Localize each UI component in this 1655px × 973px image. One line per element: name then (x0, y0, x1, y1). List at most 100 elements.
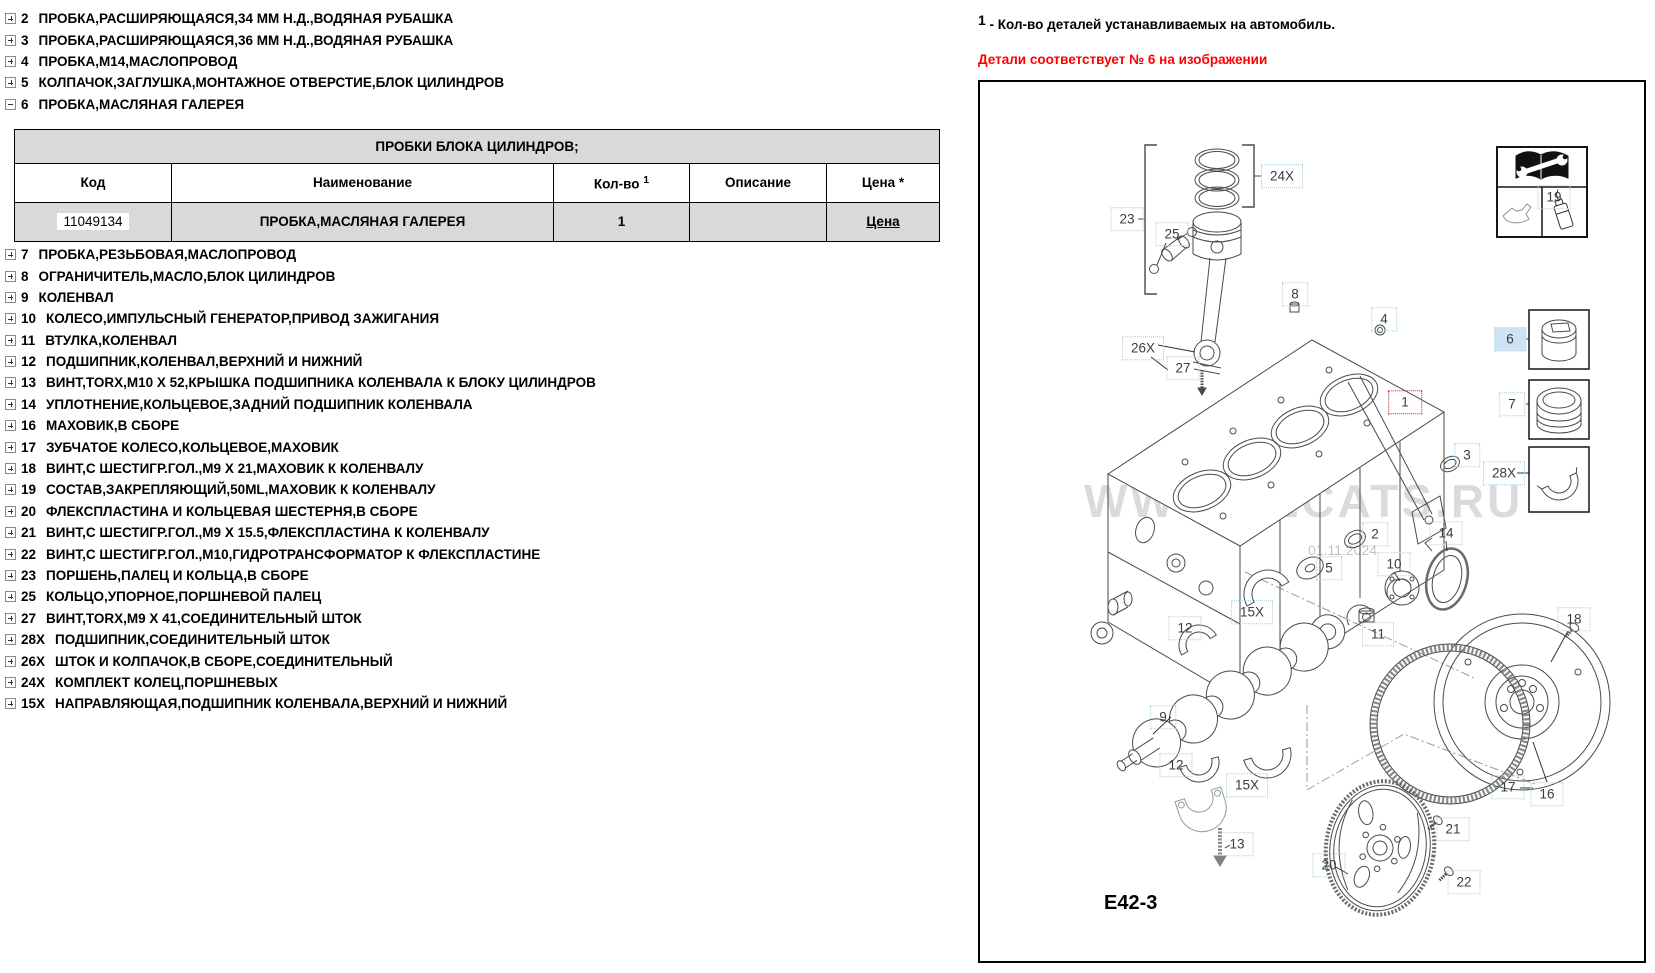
callout-8[interactable]: 8 (1282, 282, 1308, 306)
callout-13[interactable]: 13 (1220, 832, 1254, 856)
callout-17[interactable]: 17 (1491, 775, 1525, 799)
expand-icon[interactable] (5, 291, 16, 303)
callout-19[interactable]: 19 (1537, 185, 1571, 209)
expand-icon[interactable] (5, 676, 16, 688)
expand-icon[interactable] (5, 334, 16, 346)
expand-icon[interactable] (5, 77, 16, 89)
tree-item-label[interactable]: ВИНТ,TORX,М9 X 41,СОЕДИНИТЕЛЬНЫЙ ШТОК (46, 610, 362, 626)
callout-9[interactable]: 9 (1150, 705, 1176, 729)
expand-icon[interactable] (5, 570, 16, 581)
tree-item-label[interactable]: НАПРАВЛЯЮЩАЯ,ПОДШИПНИК КОЛЕНВАЛА,ВЕРХНИЙ… (55, 696, 508, 712)
expand-icon[interactable] (5, 441, 16, 453)
tree-item-label[interactable]: ПРОБКА,МАСЛЯНАЯ ГАЛЕРЕЯ (38, 96, 245, 112)
tree-item-label[interactable]: ФЛЕКСПЛАСТИНА И КОЛЬЦЕВАЯ ШЕСТЕРНЯ,В СБО… (46, 503, 418, 519)
tree-item-label[interactable]: ПРОБКА,М14,МАСЛОПРОВОД (38, 53, 238, 69)
tree-item-label[interactable]: ПРОБКА,РАСШИРЯЮЩАЯСЯ,36 ММ Н.Д.,ВОДЯНАЯ … (38, 32, 454, 48)
callout-14[interactable]: 14 (1429, 521, 1463, 545)
callout-24X[interactable]: 24X (1260, 164, 1304, 188)
callout-11[interactable]: 11 (1361, 622, 1395, 646)
tree-item-label[interactable]: КОЛЕСО,ИМПУЛЬСНЫЙ ГЕНЕРАТОР,ПРИВОД ЗАЖИГ… (46, 311, 440, 327)
callout-6[interactable]: 6 (1494, 327, 1526, 351)
expand-icon[interactable] (5, 34, 16, 46)
tree-item-label[interactable]: МАХОВИК,В СБОРЕ (46, 418, 180, 434)
tree-item-label[interactable]: КОЛЬЦО,УПОРНОЕ,ПОРШНЕВОЙ ПАЛЕЦ (46, 589, 322, 605)
callout-2[interactable]: 2 (1362, 522, 1388, 546)
expand-icon[interactable] (5, 270, 16, 282)
callout-20[interactable]: 20 (1312, 853, 1346, 877)
tree-item-label[interactable]: КОЛПАЧОК,ЗАГЛУШКА,МОНТАЖНОЕ ОТВЕРСТИЕ,БЛ… (38, 75, 505, 91)
tree-item-label[interactable]: ШТОК И КОЛПАЧОК,В СБОРЕ,СОЕДИНИТЕЛЬНЫЙ (55, 653, 393, 669)
callout-16[interactable]: 16 (1530, 782, 1564, 806)
tree-item-label[interactable]: ПОДШИПНИК,СОЕДИНИТЕЛЬНЫЙ ШТОК (55, 632, 330, 648)
callout-18[interactable]: 18 (1557, 607, 1591, 631)
expand-icon[interactable] (5, 612, 16, 624)
callout-4[interactable]: 4 (1371, 307, 1397, 331)
callout-27[interactable]: 27 (1166, 356, 1200, 380)
expand-icon[interactable] (5, 249, 16, 261)
callout-23[interactable]: 23 (1110, 207, 1144, 231)
callout-7[interactable]: 7 (1499, 392, 1525, 416)
tree-item-label[interactable]: ПРОБКА,РЕЗЬБОВАЯ,МАСЛОПРОВОД (38, 247, 297, 263)
callout-15X[interactable]: 15X (1225, 773, 1269, 797)
expand-icon[interactable] (5, 356, 16, 368)
tree-item-label[interactable]: ВИНТ,С ШЕСТИГР.ГОЛ.,М10,ГИДРОТРАНСФОРМАТ… (46, 546, 541, 562)
callout-21[interactable]: 21 (1436, 817, 1470, 841)
expand-icon[interactable] (5, 313, 16, 325)
expand-icon[interactable] (5, 13, 16, 25)
tree-item-label[interactable]: ВИНТ,С ШЕСТИГР.ГОЛ.,М9 X 15.5,ФЛЕКСПЛАСТ… (46, 525, 490, 541)
tree-item-label[interactable]: ОГРАНИЧИТЕЛЬ,МАСЛО,БЛОК ЦИЛИНДРОВ (38, 268, 336, 284)
expand-icon[interactable] (5, 505, 16, 517)
expand-icon[interactable] (5, 420, 16, 432)
tree-item-label[interactable]: ЗУБЧАТОЕ КОЛЕСО,КОЛЬЦЕВОЕ,МАХОВИК (46, 439, 339, 455)
callout-5[interactable]: 5 (1316, 556, 1342, 580)
callout-12[interactable]: 12 (1159, 753, 1193, 777)
expand-icon[interactable] (5, 55, 16, 67)
price-link[interactable]: Цена (866, 214, 900, 230)
tree-item-label[interactable]: ВИНТ,С ШЕСТИГР.ГОЛ.,М9 X 21,МАХОВИК К КО… (46, 461, 424, 477)
tree-item-label[interactable]: КОЛЕНВАЛ (38, 289, 114, 305)
tree-item-label[interactable]: УПЛОТНЕНИЕ,КОЛЬЦЕВОЕ,ЗАДНИЙ ПОДШИПНИК КО… (46, 396, 473, 412)
expand-icon[interactable] (5, 484, 16, 496)
tree-item-label[interactable]: СОСТАВ,ЗАКРЕПЛЯЮЩИЙ,50ML,МАХОВИК К КОЛЕН… (46, 482, 436, 498)
expand-icon[interactable] (5, 655, 16, 667)
collapse-icon[interactable] (5, 98, 16, 110)
expand-icon[interactable] (5, 527, 16, 539)
callout-12[interactable]: 12 (1168, 616, 1202, 640)
expand-icon[interactable] (5, 463, 16, 475)
callout-22[interactable]: 22 (1447, 870, 1481, 894)
callout-3[interactable]: 3 (1454, 443, 1480, 467)
expand-icon[interactable] (5, 548, 16, 560)
callout-25[interactable]: 25 (1155, 222, 1189, 246)
callout-15X[interactable]: 15X (1230, 600, 1274, 624)
callout-28X[interactable]: 28X (1482, 461, 1526, 485)
tree-item-label[interactable]: ПОРШЕНЬ,ПАЛЕЦ И КОЛЬЦА,В СБОРЕ (46, 568, 309, 583)
tree-item-label[interactable]: ВИНТ,TORX,М10 X 52,КРЫШКА ПОДШИПНИКА КОЛ… (46, 375, 596, 391)
callout-1[interactable]: 1 (1388, 390, 1422, 414)
callout-26X[interactable]: 26X (1121, 336, 1165, 360)
tree-item-label[interactable]: ВТУЛКА,КОЛЕНВАЛ (45, 332, 177, 348)
tree-item-label[interactable]: КОМПЛЕКТ КОЛЕЦ,ПОРШНЕВЫХ (55, 674, 278, 690)
